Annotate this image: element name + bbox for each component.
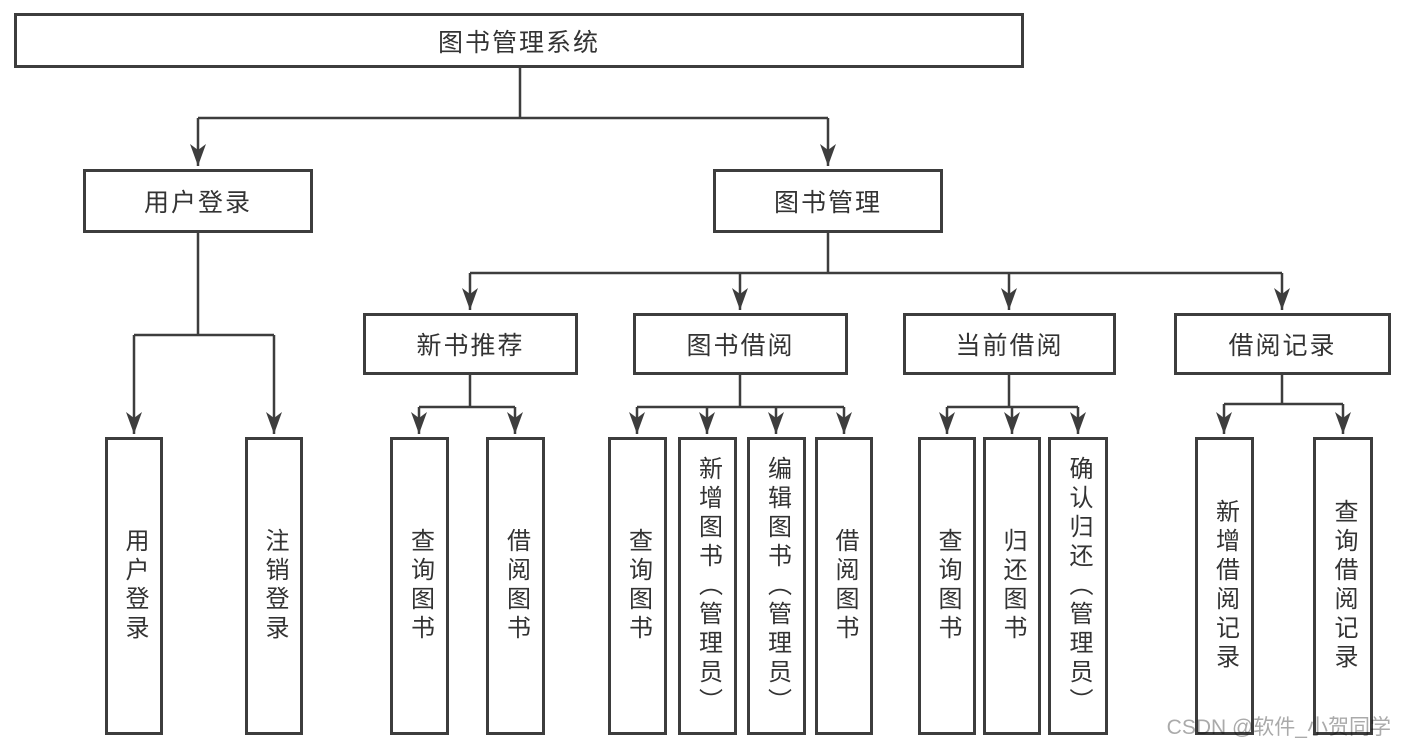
leaf-query-borrow-record: 查询借阅记录: [1313, 437, 1373, 735]
node-label: 新书推荐: [416, 332, 525, 360]
node-book-management: 图书管理: [713, 169, 943, 233]
node-label: 用户登录: [121, 528, 148, 644]
leaf-query-books-3: 查询图书: [918, 437, 976, 735]
node-label: 图书借阅: [686, 332, 795, 360]
csdn-watermark: CSDN @软件_小贺同学: [1166, 716, 1391, 739]
connector-skeleton: [134, 67, 1343, 409]
leaf-return-book: 归还图书: [983, 437, 1041, 735]
leaf-user-login: 用户登录: [105, 437, 163, 735]
node-new-book-recommend: 新书推荐: [363, 313, 578, 375]
node-library-management-system: 图书管理系统: [14, 13, 1024, 68]
leaf-query-books-2: 查询图书: [608, 437, 667, 735]
node-label: 图书管理: [773, 189, 882, 217]
leaf-borrow-books-1: 借阅图书: [486, 437, 545, 735]
node-label: 查询借阅记录: [1330, 499, 1357, 673]
node-label: 图书管理系统: [437, 28, 600, 57]
leaf-confirm-return-admin: 确认归还（管理员）: [1048, 437, 1108, 735]
leaf-query-books-1: 查询图书: [390, 437, 449, 735]
node-current-borrow: 当前借阅: [903, 313, 1116, 375]
node-borrow-records: 借阅记录: [1174, 313, 1391, 375]
leaf-add-borrow-record: 新增借阅记录: [1195, 437, 1254, 735]
node-label: 注销登录: [261, 528, 288, 644]
node-label: 查询图书: [406, 528, 434, 644]
node-label: 新增图书（管理员）: [694, 455, 722, 717]
node-label: 确认归还（管理员）: [1065, 455, 1092, 717]
leaf-borrow-books-2: 借阅图书: [815, 437, 873, 735]
node-label: 新增借阅记录: [1211, 499, 1239, 673]
leaf-add-book-admin: 新增图书（管理员）: [678, 437, 737, 735]
node-label: 归还图书: [999, 528, 1026, 644]
node-label: 借阅图书: [831, 528, 858, 644]
node-user-login: 用户登录: [83, 169, 313, 233]
node-book-borrow: 图书借阅: [633, 313, 848, 375]
leaf-logout: 注销登录: [245, 437, 303, 735]
node-label: 查询图书: [934, 528, 961, 644]
node-label: 查询图书: [624, 528, 652, 644]
node-label: 用户登录: [143, 189, 252, 217]
node-label: 当前借阅: [955, 332, 1064, 360]
leaf-edit-book-admin: 编辑图书（管理员）: [747, 437, 806, 735]
node-label: 借阅记录: [1228, 332, 1337, 360]
node-label: 借阅图书: [502, 528, 530, 644]
node-label: 编辑图书（管理员）: [763, 455, 791, 717]
